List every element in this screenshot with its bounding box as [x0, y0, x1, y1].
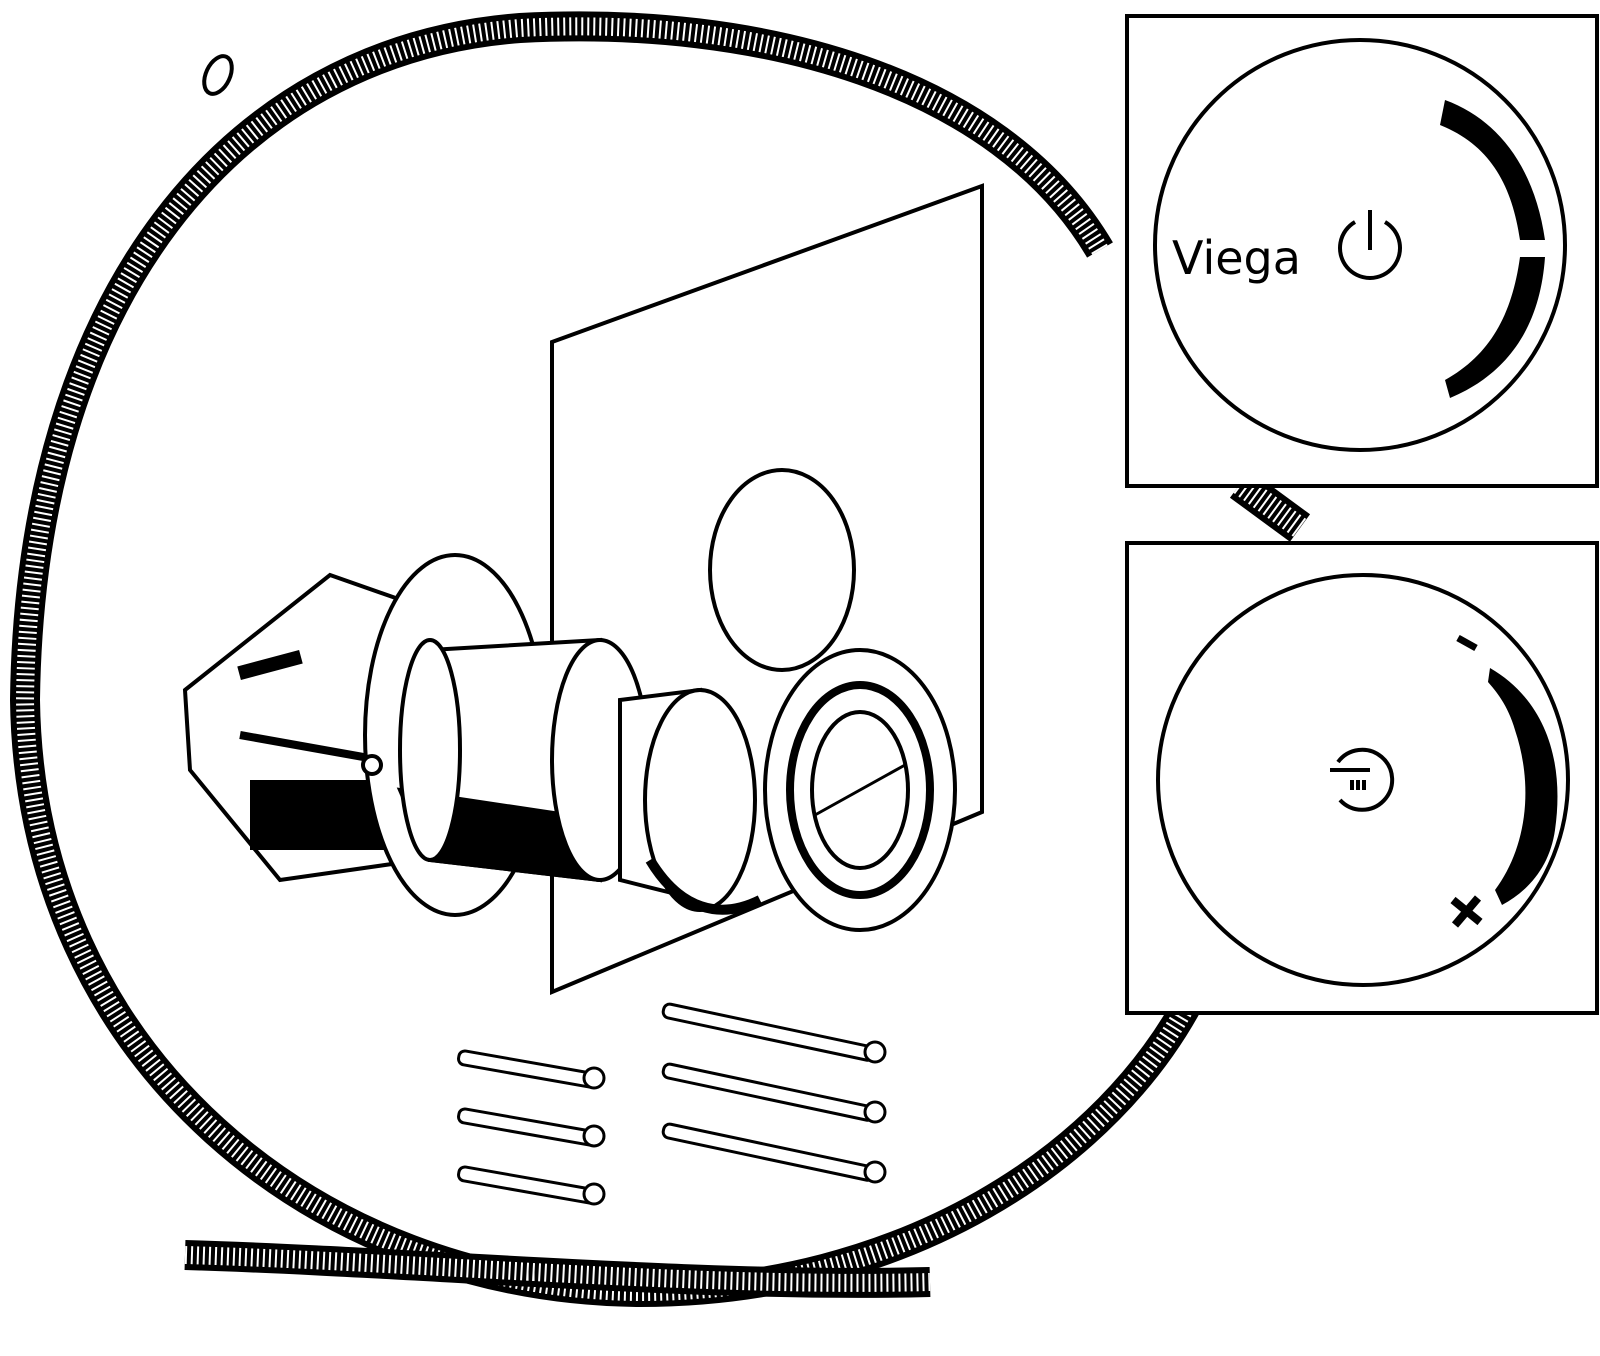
minus-icon: [1456, 634, 1478, 652]
screw-short: [457, 1107, 606, 1148]
hose-end: [202, 54, 234, 96]
corrugated-hose: [9, 11, 1311, 1308]
screw-long: [661, 1062, 887, 1124]
screw-head: [361, 754, 383, 776]
shower-icon: [1330, 747, 1395, 812]
screw-long: [661, 1002, 887, 1064]
screw-short: [457, 1049, 606, 1090]
arc-indicator: [1488, 668, 1558, 905]
arc-indicator-upper: [1440, 100, 1545, 240]
power-icon: [1338, 210, 1402, 280]
detail-panel-shower: [1125, 541, 1599, 1015]
valve-body: [182, 553, 957, 932]
screws: [457, 1002, 887, 1206]
screw-long: [661, 1122, 887, 1184]
detail-panel-power: Viega: [1125, 14, 1599, 488]
plate-hole: [708, 468, 856, 672]
screw-short: [457, 1165, 606, 1206]
brand-logo: Viega: [1172, 231, 1301, 285]
arc-indicator-lower: [1445, 257, 1545, 398]
plus-icon: [1450, 895, 1483, 928]
